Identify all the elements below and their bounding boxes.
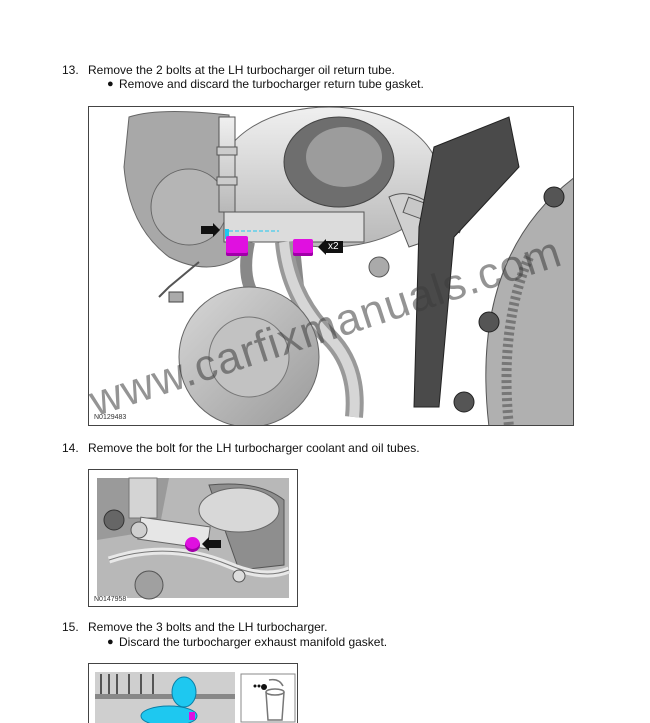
bolt-highlight-2 [293,239,313,256]
figure-id: N0129483 [93,414,128,421]
turbocharger-oil-return-illustration [89,107,573,425]
step-13: 13. Remove the 2 bolts at the LH turboch… [62,63,395,77]
step-text: Remove the bolt for the LH turbocharger … [88,441,420,455]
figure-id: N0147958 [93,596,128,603]
figure-step-14: N0147958 [88,469,298,607]
arrow-left-icon [202,537,221,551]
figure-step-13: x2 www.carfixmanuals.com N0129483 [88,106,574,426]
bolt-highlight-1 [226,236,248,256]
bullet-icon: ● [107,636,114,648]
coolant-oil-tube-bolt-illustration [89,470,297,606]
step-14: 14. Remove the bolt for the LH turbochar… [62,441,420,455]
quantity-callout: x2 [318,239,343,255]
step-text: Remove the 3 bolts and the LH turbocharg… [88,620,328,634]
step-15: 15. Remove the 3 bolts and the LH turboc… [62,620,327,634]
arrow-right-icon [201,223,220,237]
bolt-highlight [185,537,200,552]
bullet-text: Remove and discard the turbocharger retu… [119,77,424,91]
step-15-bullet: ● Discard the turbocharger exhaust manif… [107,635,387,649]
step-number: 13. [62,63,79,77]
discard-bin-icon [249,678,289,723]
figure-step-15 [88,663,298,723]
step-13-bullet: ● Remove and discard the turbocharger re… [107,77,424,91]
step-number: 14. [62,441,79,455]
bullet-text: Discard the turbocharger exhaust manifol… [119,635,388,649]
bullet-icon: ● [107,78,114,90]
step-number: 15. [62,620,79,634]
step-text: Remove the 2 bolts at the LH turbocharge… [88,63,395,77]
